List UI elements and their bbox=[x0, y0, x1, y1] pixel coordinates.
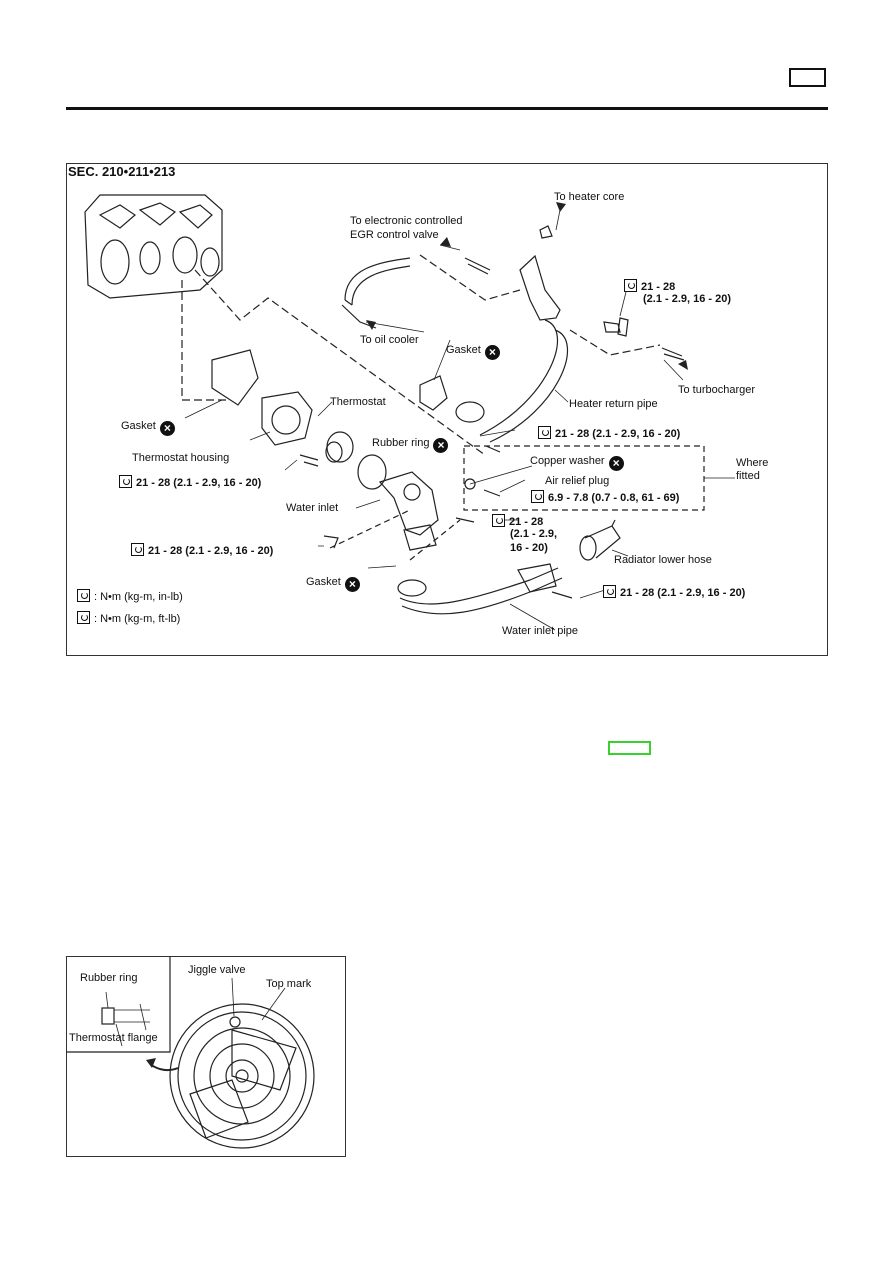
label-where-fitted-2: fitted bbox=[736, 470, 760, 482]
torque-top-detail: (2.1 - 2.9, 16 - 20) bbox=[643, 293, 732, 305]
label-to-egr-line2: EGR control valve bbox=[350, 229, 439, 241]
label-to-heater-core: To heater core bbox=[554, 191, 625, 203]
replace-part-icon: × bbox=[484, 345, 500, 360]
torque-housing: 21 - 28 (2.1 - 2.9, 16 - 20) bbox=[119, 475, 261, 490]
label-rubber-ring: Rubber ring× bbox=[372, 437, 449, 453]
label-gasket-bottom: Gasket× bbox=[306, 576, 360, 592]
label-to-egr-line1: To electronic controlled bbox=[350, 215, 463, 227]
thermostat-inset-frame bbox=[66, 956, 346, 1157]
inset-label-jiggle-valve: Jiggle valve bbox=[188, 964, 246, 976]
label-thermostat: Thermostat bbox=[330, 396, 386, 408]
torque-air-relief: 6.9 - 7.8 (0.7 - 0.8, 61 - 69) bbox=[531, 490, 679, 505]
label-to-oil-cooler: To oil cooler bbox=[360, 334, 419, 346]
header-rule bbox=[66, 107, 828, 110]
label-gasket-top: Gasket× bbox=[446, 344, 500, 360]
torque-inlet: 21 - 28 bbox=[492, 514, 543, 529]
replace-part-icon: × bbox=[608, 456, 624, 471]
torque-top: 21 - 28 bbox=[624, 279, 675, 294]
replace-part-icon: × bbox=[159, 421, 175, 436]
torque-mid: 21 - 28 (2.1 - 2.9, 16 - 20) bbox=[538, 426, 680, 441]
label-thermostat-housing: Thermostat housing bbox=[132, 452, 230, 464]
label-where-fitted-1: Where bbox=[736, 457, 769, 469]
replace-part-icon: × bbox=[344, 577, 360, 592]
torque-wrench-icon bbox=[603, 585, 616, 598]
torque-wrench-icon bbox=[624, 279, 637, 292]
section-number: SEC. 210•211•213 bbox=[68, 164, 176, 179]
inset-label-top-mark: Top mark bbox=[266, 978, 312, 990]
legend-ft-lb: : N•m (kg-m, ft-lb) bbox=[77, 611, 180, 626]
torque-wrench-icon bbox=[77, 611, 90, 624]
replace-part-icon: × bbox=[433, 438, 449, 453]
torque-inlet-detail-2: 16 - 20) bbox=[510, 542, 548, 554]
torque-wrench-icon bbox=[119, 475, 132, 488]
torque-left: 21 - 28 (2.1 - 2.9, 16 - 20) bbox=[131, 543, 273, 558]
label-air-relief-plug: Air relief plug bbox=[545, 475, 610, 487]
label-gasket-left: Gasket× bbox=[121, 420, 175, 436]
label-heater-return-pipe: Heater return pipe bbox=[569, 398, 658, 410]
torque-wrench-icon bbox=[131, 543, 144, 556]
label-copper-washer: Copper washer× bbox=[530, 455, 624, 471]
torque-wrench-icon bbox=[538, 426, 551, 439]
label-water-inlet-pipe: Water inlet pipe bbox=[502, 625, 579, 637]
torque-bottom: 21 - 28 (2.1 - 2.9, 16 - 20) bbox=[603, 585, 745, 600]
torque-wrench-icon bbox=[77, 589, 90, 602]
legend-in-lb: : N•m (kg-m, in-lb) bbox=[77, 589, 183, 604]
label-water-inlet: Water inlet bbox=[286, 502, 339, 514]
cross-reference-link[interactable] bbox=[608, 741, 651, 755]
label-to-turbocharger: To turbocharger bbox=[678, 384, 756, 396]
page-tab bbox=[789, 68, 826, 87]
exploded-diagram-frame bbox=[66, 163, 828, 656]
inset-label-thermostat-flange: Thermostat flange bbox=[69, 1032, 158, 1044]
torque-wrench-icon bbox=[531, 490, 544, 503]
torque-wrench-icon bbox=[492, 514, 505, 527]
torque-inlet-detail-1: (2.1 - 2.9, bbox=[510, 528, 558, 540]
inset-label-rubber-ring: Rubber ring bbox=[80, 972, 138, 984]
label-radiator-lower-hose: Radiator lower hose bbox=[614, 554, 712, 566]
